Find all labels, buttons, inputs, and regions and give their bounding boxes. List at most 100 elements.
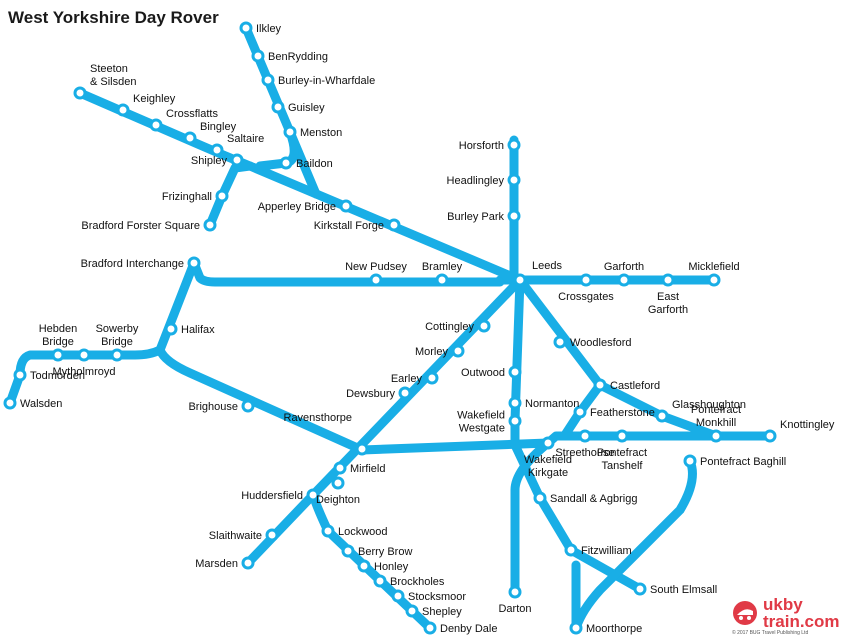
station-marker-darton[interactable] [508,585,522,599]
station-marker-woodlesford[interactable] [553,335,567,349]
station-marker-bramley[interactable] [435,273,449,287]
station-label-darton: Darton [498,603,531,615]
station-marker-moorthorpe[interactable] [569,621,583,635]
station-label-line: Todmorden [30,370,85,382]
station-marker-guisley[interactable] [271,100,285,114]
station-marker-horsforth[interactable] [507,138,521,152]
station-marker-deighton[interactable] [331,476,345,490]
station-marker-south-elmsall[interactable] [633,582,647,596]
station-marker-baildon[interactable] [279,156,293,170]
station-marker-benrydding[interactable] [251,49,265,63]
station-marker-todmorden[interactable] [13,368,27,382]
station-marker-glasshoughton[interactable] [655,409,669,423]
station-label-line: Knottingley [780,419,835,431]
station-marker-cottingley[interactable] [477,319,491,333]
station-marker-burley-in-wharfdale[interactable] [261,73,275,87]
station-marker-keighley[interactable] [116,103,130,117]
station-marker-brighouse[interactable] [241,399,255,413]
station-marker-apperley-bridge[interactable] [339,199,353,213]
station-marker-halifax[interactable] [164,322,178,336]
station-marker-lockwood[interactable] [321,524,335,538]
station-marker-knottingley[interactable] [763,429,777,443]
station-label-line: Fitzwilliam [581,545,632,557]
station-marker-hebden-bridge[interactable] [51,348,65,362]
station-marker-saltaire[interactable] [210,143,224,157]
station-marker-bradford-forster-square[interactable] [203,218,217,232]
station-marker-earley[interactable] [425,371,439,385]
station-marker-pontefract-monkhill[interactable] [709,429,723,443]
station-marker-streethouse[interactable] [578,429,592,443]
station-marker-wakefield-kirkgate[interactable] [541,436,555,450]
station-marker-shipley[interactable] [230,153,244,167]
station-label-line: Burley-in-Wharfdale [278,75,375,87]
station-marker-bingley[interactable] [183,131,197,145]
station-marker-huddersfield[interactable] [306,488,320,502]
station-label-menston: Menston [300,127,342,139]
station-marker-bradford-interchange[interactable] [187,256,201,270]
station-label-lockwood: Lockwood [338,526,388,538]
station-marker-burley-park[interactable] [507,209,521,223]
station-marker-normanton[interactable] [508,396,522,410]
station-marker-sowerby-bridge[interactable] [110,348,124,362]
station-label-line: Garforth [648,304,688,316]
station-marker-castleford[interactable] [593,378,607,392]
station-label-line: Tanshelf [602,460,644,472]
station-label-featherstone: Featherstone [590,407,655,419]
station-label-crossflatts: Crossflatts [166,108,218,120]
station-marker-denby-dale[interactable] [423,621,437,635]
station-marker-micklefield[interactable] [707,273,721,287]
station-marker-morley[interactable] [451,344,465,358]
station-marker-pontefract-tanshelf[interactable] [615,429,629,443]
station-label-line: Shipley [191,155,228,167]
station-marker-wakefield-westgate[interactable] [508,414,522,428]
station-marker-kirkstall-forge[interactable] [387,218,401,232]
rail-line-segment [189,258,505,287]
station-marker-walsden[interactable] [3,396,17,410]
station-marker-stocksmoor[interactable] [391,589,405,603]
station-marker-fitzwilliam[interactable] [564,543,578,557]
station-marker-ilkley[interactable] [239,21,253,35]
station-marker-headlingley[interactable] [507,173,521,187]
station-marker-shepley[interactable] [405,604,419,618]
station-label-line: Wakefield [457,410,505,422]
station-marker-crossgates[interactable] [579,273,593,287]
station-marker-pontefract-baghill[interactable] [683,454,697,468]
station-label-garforth: Garforth [604,261,644,273]
station-marker-outwood[interactable] [508,365,522,379]
station-label-line: Sowerby [96,323,139,335]
station-label-shipley: Shipley [191,155,228,167]
station-marker-mytholmroyd[interactable] [77,348,91,362]
station-marker-ravensthorpe[interactable] [355,442,369,456]
station-marker-slaithwaite[interactable] [265,528,279,542]
station-label-line: Mirfield [350,463,385,475]
station-marker-marsden[interactable] [241,556,255,570]
station-marker-mirfield[interactable] [333,461,347,475]
station-marker-berry-brow[interactable] [341,544,355,558]
station-label-mytholmroyd: Mytholmroyd [53,366,116,378]
station-label-baildon: Baildon [296,158,333,170]
station-label-line: East [657,291,679,303]
station-labels: IlkleyBenRyddingBurley-in-WharfdaleGuisl… [20,23,835,635]
station-marker-dewsbury[interactable] [398,386,412,400]
station-marker-sandall-agbrigg[interactable] [533,491,547,505]
rail-line-segment [510,438,553,597]
station-marker-steeton[interactable] [73,86,87,100]
station-label-fitzwilliam: Fitzwilliam [581,545,632,557]
station-marker-leeds[interactable] [513,273,527,287]
station-marker-brockholes[interactable] [373,574,387,588]
station-label-kirkstall-forge: Kirkstall Forge [314,220,384,232]
station-marker-featherstone[interactable] [573,405,587,419]
station-label-line: Berry Brow [358,546,412,558]
station-marker-crossflatts[interactable] [149,118,163,132]
rail-line-segment [510,440,645,594]
station-label-line: Keighley [133,93,176,105]
station-marker-east-garforth[interactable] [661,273,675,287]
station-label-denby-dale: Denby Dale [440,623,497,635]
station-marker-garforth[interactable] [617,273,631,287]
station-marker-new-pudsey[interactable] [369,273,383,287]
station-label-headlingley: Headlingley [447,175,505,187]
train-logo-icon [733,601,757,625]
station-marker-frizinghall[interactable] [215,189,229,203]
station-marker-honley[interactable] [357,559,371,573]
station-marker-menston[interactable] [283,125,297,139]
